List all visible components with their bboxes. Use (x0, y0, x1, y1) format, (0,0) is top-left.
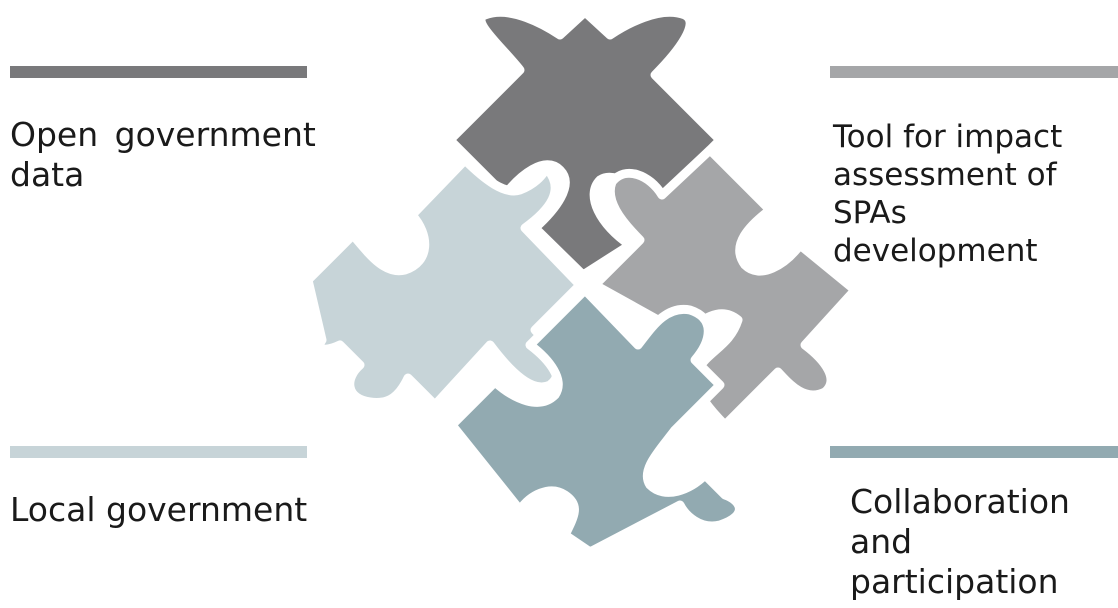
label-open-government-data: Open government data (10, 115, 316, 194)
puzzle-graphic (303, 7, 860, 557)
divider-bar-collaboration-participation (830, 446, 1118, 458)
divider-bar-open-government-data (10, 66, 307, 78)
label-impact-assessment-tool: Tool for impact assessment of SPAs devel… (833, 119, 1063, 269)
label-local-government: Local government (10, 490, 308, 529)
puzzle-piece-left (303, 155, 585, 410)
puzzle-piece-top (445, 7, 725, 280)
label-collaboration-participation: Collaboration and participation (850, 482, 1070, 601)
puzzle-piece-right (590, 145, 860, 430)
divider-bar-local-government (10, 446, 307, 458)
divider-bar-impact-assessment-tool (830, 66, 1118, 78)
puzzle-piece-bottom (447, 285, 744, 557)
